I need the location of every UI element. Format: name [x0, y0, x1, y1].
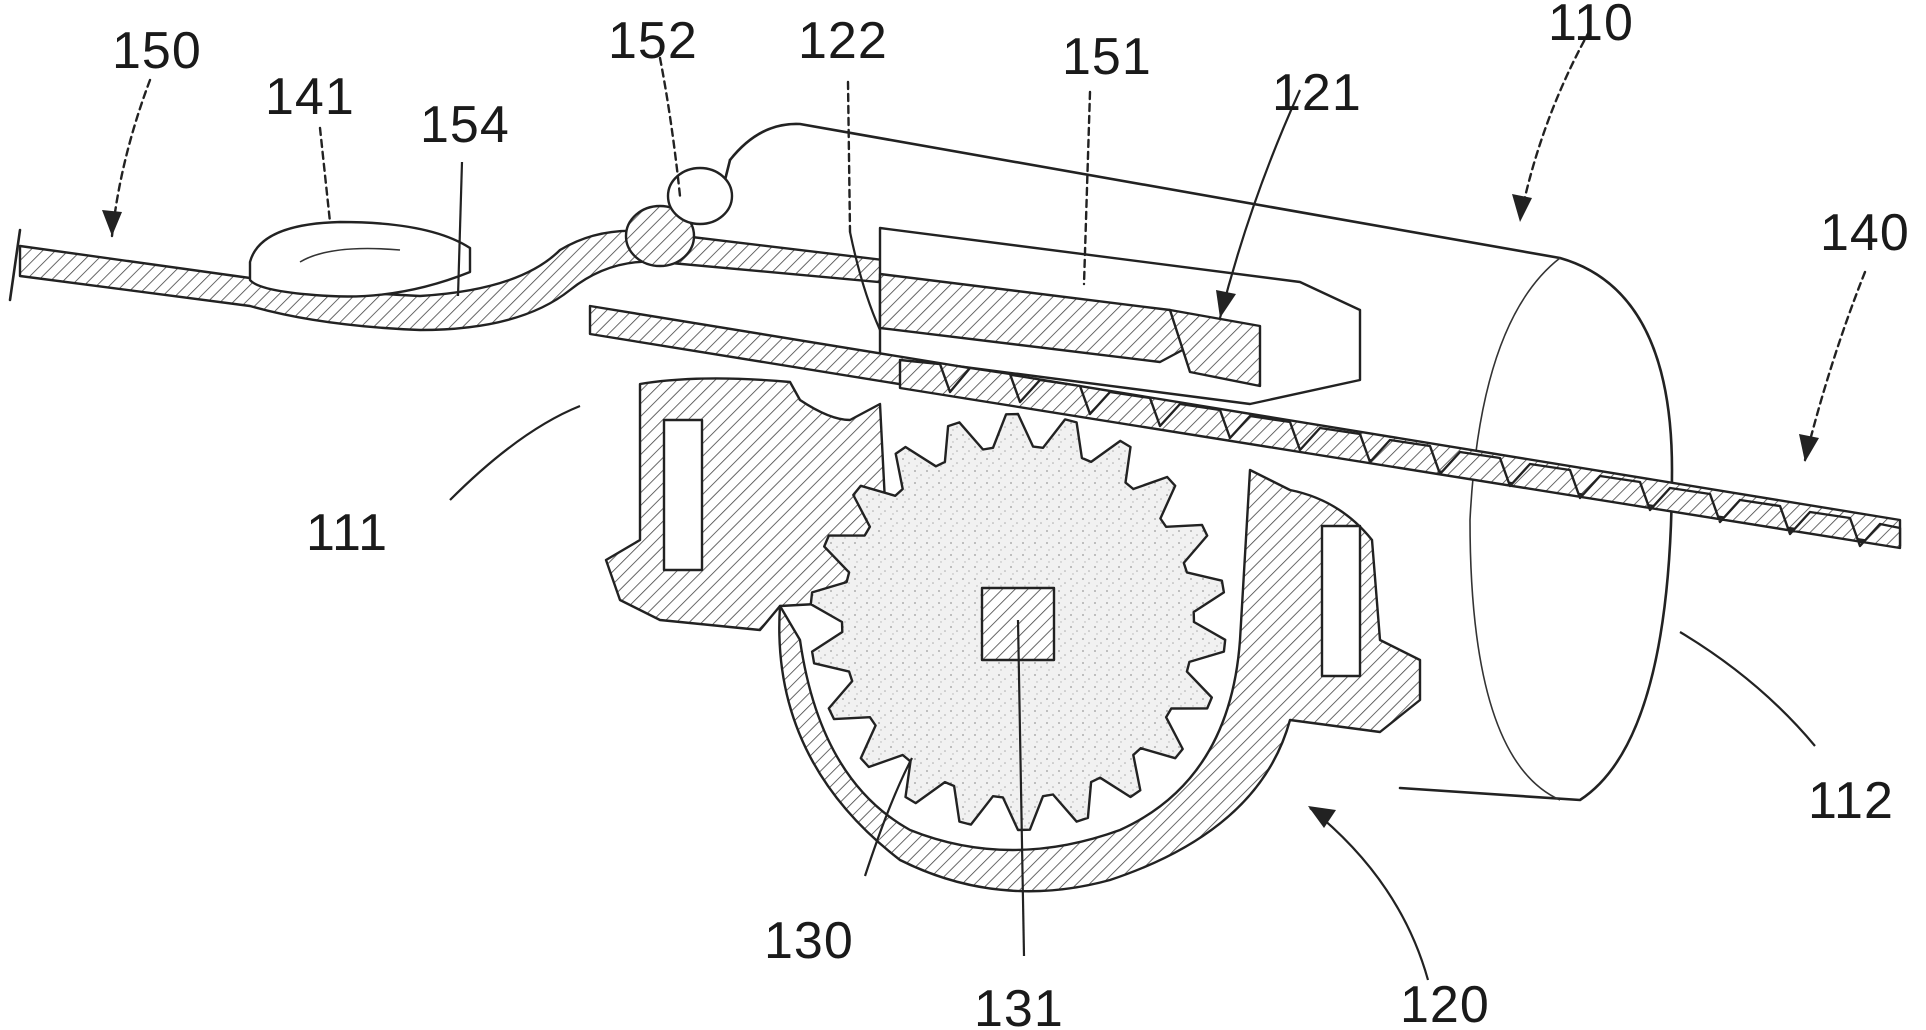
label-150: 150: [112, 22, 202, 80]
label-154: 154: [420, 96, 510, 154]
label-141: 141: [265, 68, 355, 126]
label-111: 111: [306, 504, 388, 562]
label-151: 151: [1062, 28, 1152, 86]
label-122: 122: [798, 12, 888, 70]
rack-140: [588, 304, 1902, 550]
reference-labels: 150 141 154 152 122 151 121 110 140 111 …: [112, 0, 1910, 1030]
leader-lines: [102, 28, 1867, 981]
label-152: 152: [608, 12, 698, 70]
label-140: 140: [1820, 204, 1910, 262]
bead-152: [624, 166, 734, 268]
gear-housing-120: [604, 377, 1422, 893]
label-121: 121: [1272, 64, 1362, 122]
label-130: 130: [764, 912, 854, 970]
label-110: 110: [1548, 0, 1634, 52]
label-120: 120: [1400, 976, 1490, 1030]
grommet-141: [248, 220, 472, 298]
label-131: 131: [974, 980, 1064, 1030]
label-112: 112: [1808, 772, 1894, 830]
